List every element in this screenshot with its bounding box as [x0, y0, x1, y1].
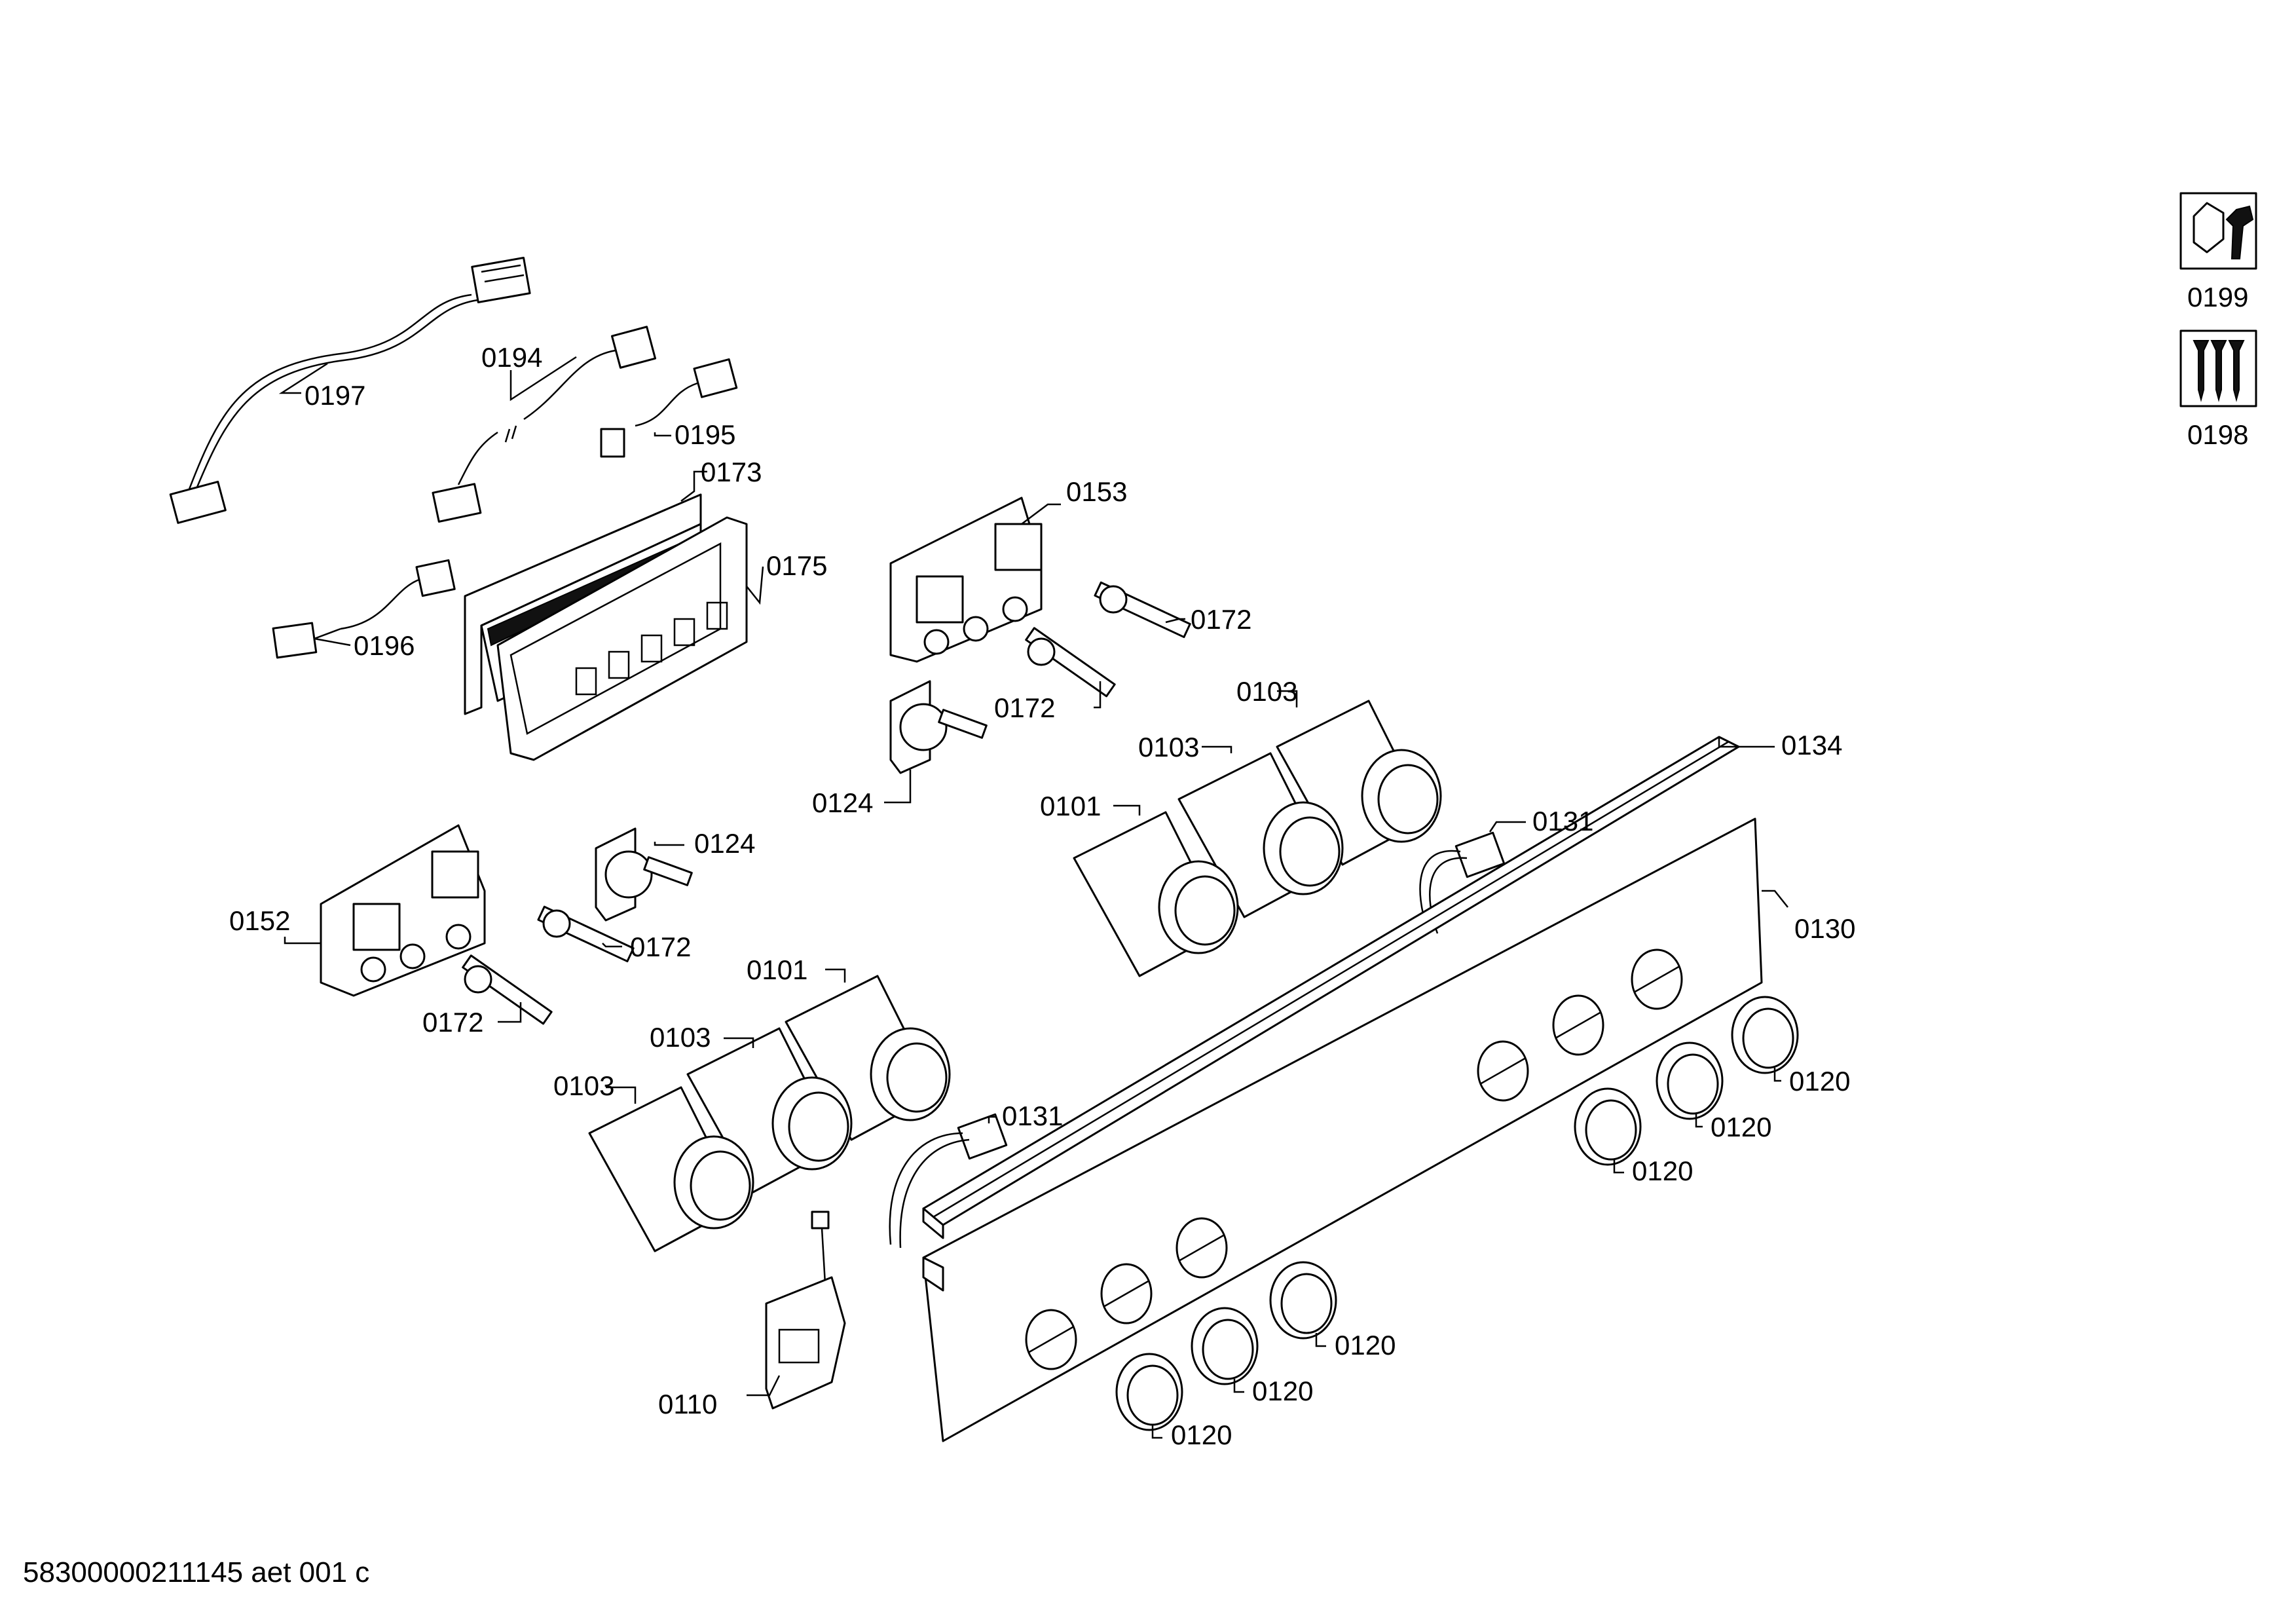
cable-harness-0195[interactable]: [600, 358, 738, 458]
facia-panel-0130[interactable]: [922, 817, 1763, 1442]
shaft-0172-d[interactable]: [462, 954, 553, 1025]
label-0103-c: 0103: [650, 1022, 711, 1053]
label-0110: 0110: [658, 1389, 717, 1419]
label-0103-a: 0103: [1236, 676, 1297, 707]
leader-lines: [278, 356, 1788, 1439]
ring-0120-b[interactable]: [1656, 1042, 1724, 1120]
ring-0120-c[interactable]: [1574, 1087, 1642, 1166]
switch-module-0152[interactable]: [320, 824, 486, 997]
screws-icon[interactable]: [2179, 329, 2257, 407]
label-0103-b: 0103: [1138, 732, 1199, 762]
label-0172-d: 0172: [422, 1007, 483, 1038]
label-0120-b: 0120: [1711, 1112, 1771, 1142]
rotary-switch-0103-mid-left[interactable]: [686, 1027, 853, 1193]
shaft-0172-a[interactable]: [1094, 581, 1191, 639]
wrench-nut-icon[interactable]: [2179, 192, 2257, 270]
label-0124-b: 0124: [694, 828, 755, 859]
label-0120-e: 0120: [1252, 1376, 1313, 1406]
ring-0120-e[interactable]: [1191, 1307, 1259, 1385]
label-0195: 0195: [675, 419, 735, 450]
drawing-number: 58300000211145 aet 001 c: [23, 1556, 369, 1588]
label-0103-d: 0103: [553, 1070, 614, 1101]
label-0134: 0134: [1781, 730, 1842, 760]
indicator-lamp-0131-right[interactable]: [1419, 831, 1506, 934]
cable-harness-0197[interactable]: [169, 256, 531, 524]
label-0120-a: 0120: [1789, 1066, 1850, 1097]
label-0153: 0153: [1066, 476, 1127, 507]
shaft-0172-b[interactable]: [1025, 627, 1116, 698]
label-0199: 0199: [2187, 282, 2248, 312]
switch-module-0153[interactable]: [889, 497, 1043, 663]
ring-0120-f[interactable]: [1115, 1353, 1183, 1431]
shaft-0172-c[interactable]: [537, 905, 635, 963]
label-0173: 0173: [701, 457, 762, 487]
ring-0120-d[interactable]: [1269, 1261, 1337, 1340]
cable-harness-0196[interactable]: [272, 559, 456, 659]
indicator-lamp-0131-left[interactable]: [889, 1113, 1008, 1248]
label-0172-a: 0172: [1191, 604, 1251, 635]
label-0120-d: 0120: [1335, 1330, 1396, 1361]
label-0120-f: 0120: [1171, 1419, 1232, 1450]
cable-harness-0194[interactable]: [432, 326, 657, 523]
potentiometer-0124-b[interactable]: [595, 827, 693, 922]
label-0101-a: 0101: [1040, 791, 1101, 821]
label-0172-c: 0172: [630, 931, 691, 962]
label-0130: 0130: [1794, 913, 1855, 944]
rotary-switch-0103-top-right[interactable]: [1276, 700, 1442, 866]
label-0152: 0152: [229, 905, 290, 936]
electronic-module-0110[interactable]: [765, 1210, 846, 1410]
label-0124-a: 0124: [812, 787, 873, 818]
label-0194: 0194: [481, 342, 542, 373]
label-0131-b: 0131: [1002, 1100, 1063, 1131]
label-0197: 0197: [305, 380, 365, 411]
potentiometer-0124-a[interactable]: [889, 680, 988, 774]
label-0172-b: 0172: [994, 692, 1055, 723]
rotary-switch-0103-mid-right[interactable]: [1177, 752, 1344, 918]
label-0101-b: 0101: [747, 954, 807, 985]
label-0131-a: 0131: [1532, 806, 1593, 836]
display-frame-0175[interactable]: [496, 516, 748, 761]
rotary-switch-0101-right[interactable]: [1073, 811, 1239, 977]
label-0196: 0196: [354, 630, 415, 661]
rotary-switch-0103-bottom-left[interactable]: [588, 1086, 754, 1252]
label-0175: 0175: [766, 550, 827, 581]
part-labels: 0197 0194 0195 0173 0175 0196 0153 0172 …: [229, 342, 1855, 1450]
label-0120-c: 0120: [1632, 1155, 1693, 1186]
ring-0120-a[interactable]: [1731, 996, 1799, 1074]
label-0198: 0198: [2187, 419, 2248, 450]
